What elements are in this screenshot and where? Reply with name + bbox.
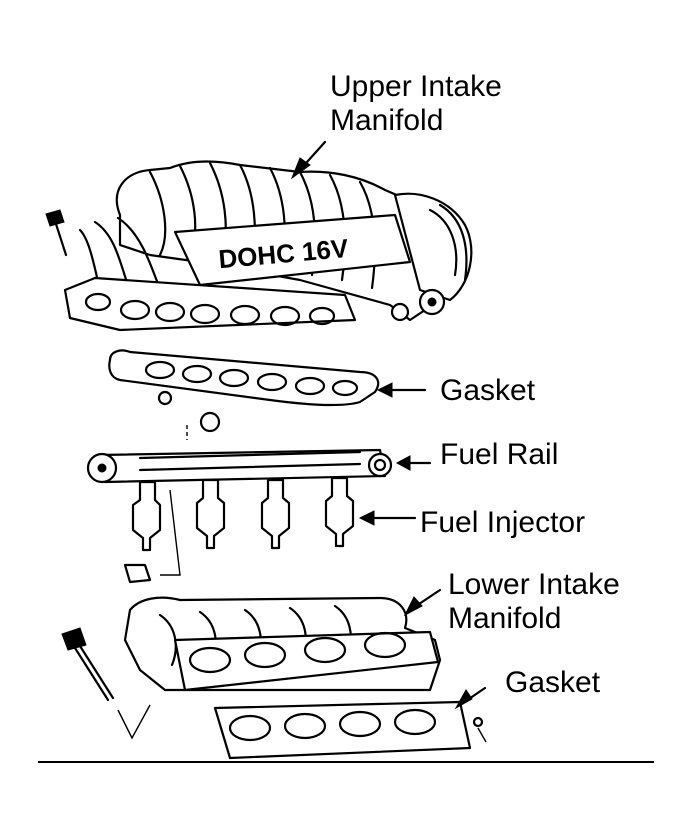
- label-fuel-injector: Fuel Injector: [420, 506, 586, 539]
- lower-gasket: [213, 686, 487, 760]
- fuel-injectors: [123, 476, 417, 584]
- upper-intake-manifold: DOHC 16V: [45, 140, 473, 332]
- fuel-injector-4: [324, 476, 355, 548]
- label-lower-intake-manifold: Lower Intake Manifold: [448, 568, 620, 636]
- label-upper-intake-manifold-line1: Upper Intake: [330, 70, 502, 103]
- label-fuel-rail: Fuel Rail: [440, 438, 559, 471]
- fuel-injector-2: [195, 478, 226, 550]
- label-upper-intake-manifold-line2: Manifold: [330, 104, 444, 137]
- fuel-injector-1: [131, 480, 162, 552]
- label-lower-intake-manifold-line2: Manifold: [448, 602, 562, 635]
- label-upper-intake-manifold: Upper Intake Manifold: [330, 70, 502, 138]
- lower-intake-manifold: [61, 588, 442, 740]
- label-gasket-upper: Gasket: [440, 374, 536, 407]
- fuel-injector-3: [260, 478, 291, 550]
- label-lower-intake-manifold-line1: Lower Intake: [448, 568, 620, 601]
- fuel-rail: [86, 411, 432, 484]
- upper-gasket: [108, 349, 427, 407]
- label-gasket-lower: Gasket: [505, 666, 601, 699]
